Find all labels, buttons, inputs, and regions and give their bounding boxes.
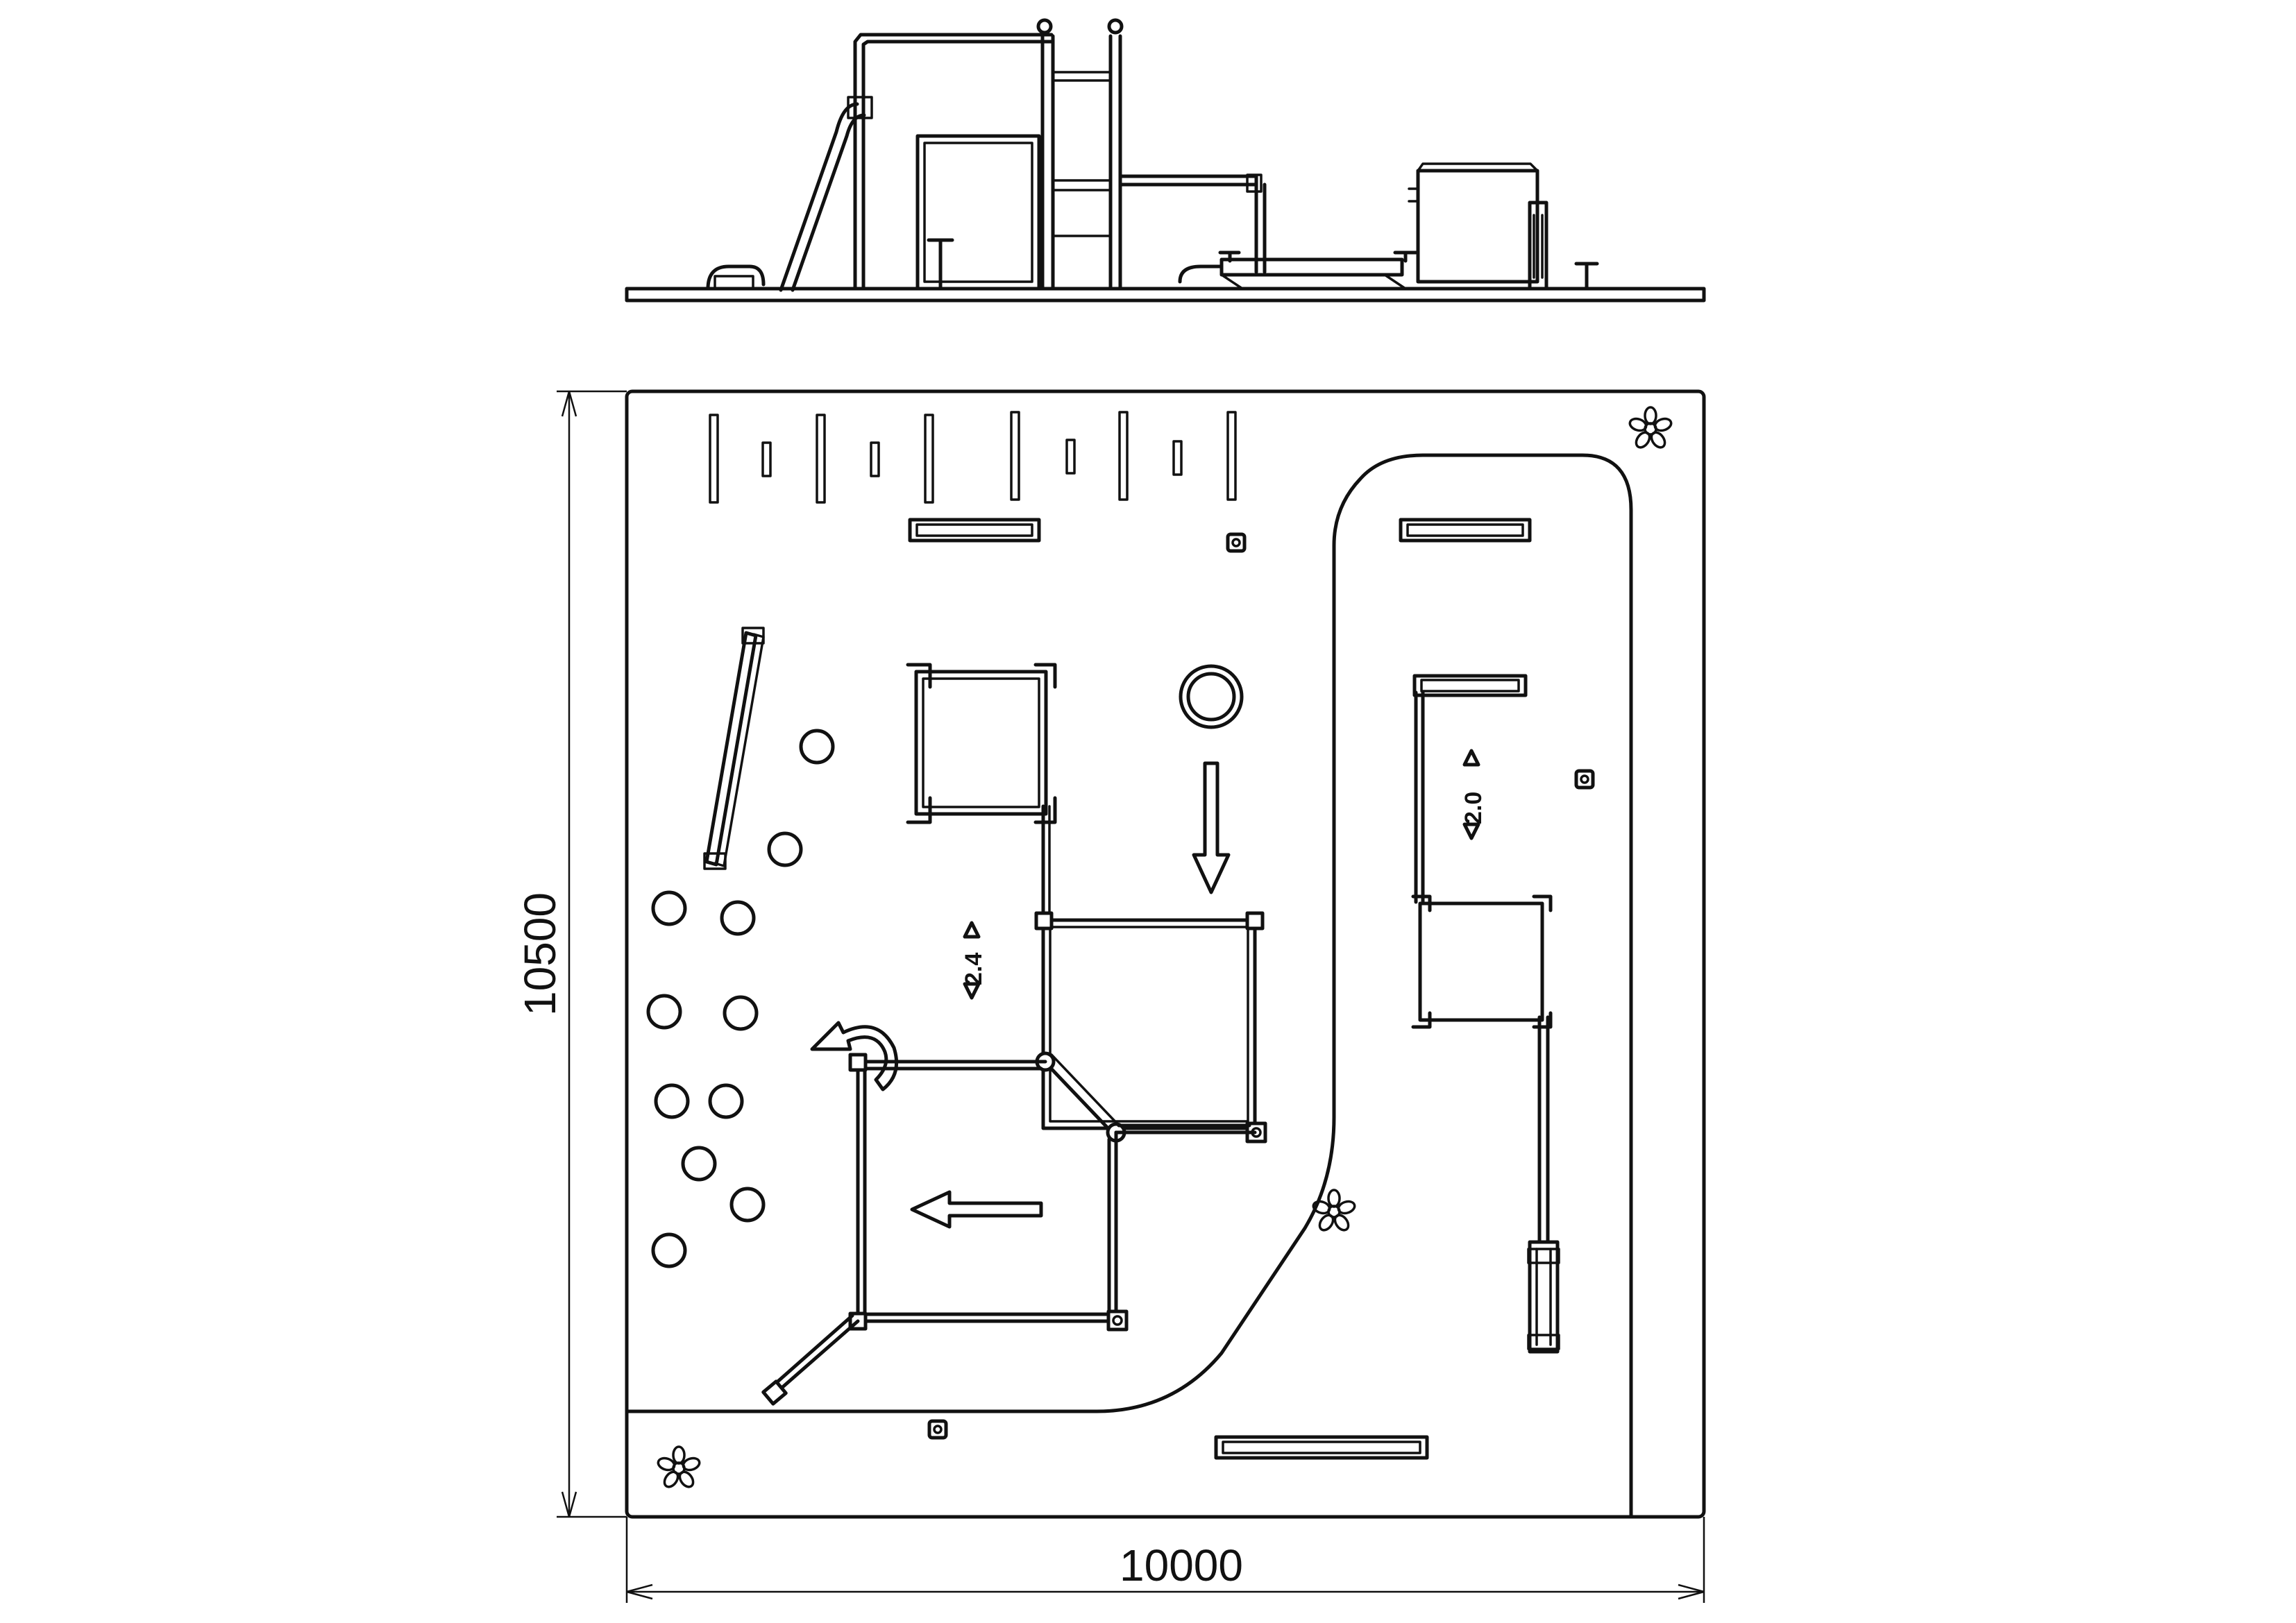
flower-icon (1628, 406, 1673, 449)
plan-view: 2.4 2.0 (625, 389, 1706, 1519)
base-plate-outline (625, 389, 1706, 1519)
elevation-slide-rail (779, 102, 859, 292)
beam-top-left (908, 518, 1041, 543)
elevation-spring-seat (706, 264, 766, 291)
height-mark-left: 2.4 (961, 921, 987, 1000)
central-frame (761, 804, 1267, 1406)
elevation-panel-box (915, 134, 1041, 291)
anchor-post (1574, 769, 1595, 790)
height-label-left: 2.4 (961, 953, 987, 985)
tunnel-ring (1179, 664, 1244, 729)
flower-icon (657, 1445, 701, 1488)
elevation-rocker (1178, 264, 1224, 284)
right-frame (1411, 674, 1560, 1354)
width-dimension: 10000 (1120, 1540, 1243, 1590)
elevation-step-post (927, 238, 954, 291)
flower-icon (1312, 1189, 1356, 1232)
height-arrow-icon (963, 921, 981, 939)
elevation-right-box (1416, 169, 1539, 284)
elevation-balance-bar (1118, 174, 1258, 187)
surface-zone-boundary (625, 453, 1633, 1519)
elevation-view (625, 18, 1706, 303)
height-arrow-icon (1462, 749, 1480, 767)
elevation-post-cap (1036, 18, 1053, 35)
elevation-ground-base (625, 287, 1706, 303)
height-label-right: 2.0 (1460, 792, 1487, 824)
elevation-top-bar (853, 33, 1054, 291)
rotate-arrow-icon (810, 1021, 899, 1091)
down-arrow-icon (1192, 761, 1231, 894)
anchor-post (927, 1419, 948, 1440)
dimension-lines: 10500 10000 (515, 390, 1705, 1603)
stepping-stones (646, 729, 835, 1268)
height-mark-right: 2.0 (1460, 749, 1487, 840)
height-dimension: 10500 (515, 892, 565, 1016)
stepping-bars (709, 411, 1237, 504)
anchor-post (1226, 532, 1247, 553)
elevation-right-post (1528, 201, 1548, 291)
beam-bottom (1214, 1435, 1429, 1460)
diagonal-ladder (703, 627, 765, 870)
beam-top-right (1399, 518, 1532, 543)
panel-box-plan (906, 663, 1057, 824)
elevation-right-step (1574, 262, 1599, 291)
elevation-ladder (1040, 34, 1055, 291)
elevation-beam (1219, 257, 1404, 277)
left-arrow-icon (910, 1190, 1043, 1229)
